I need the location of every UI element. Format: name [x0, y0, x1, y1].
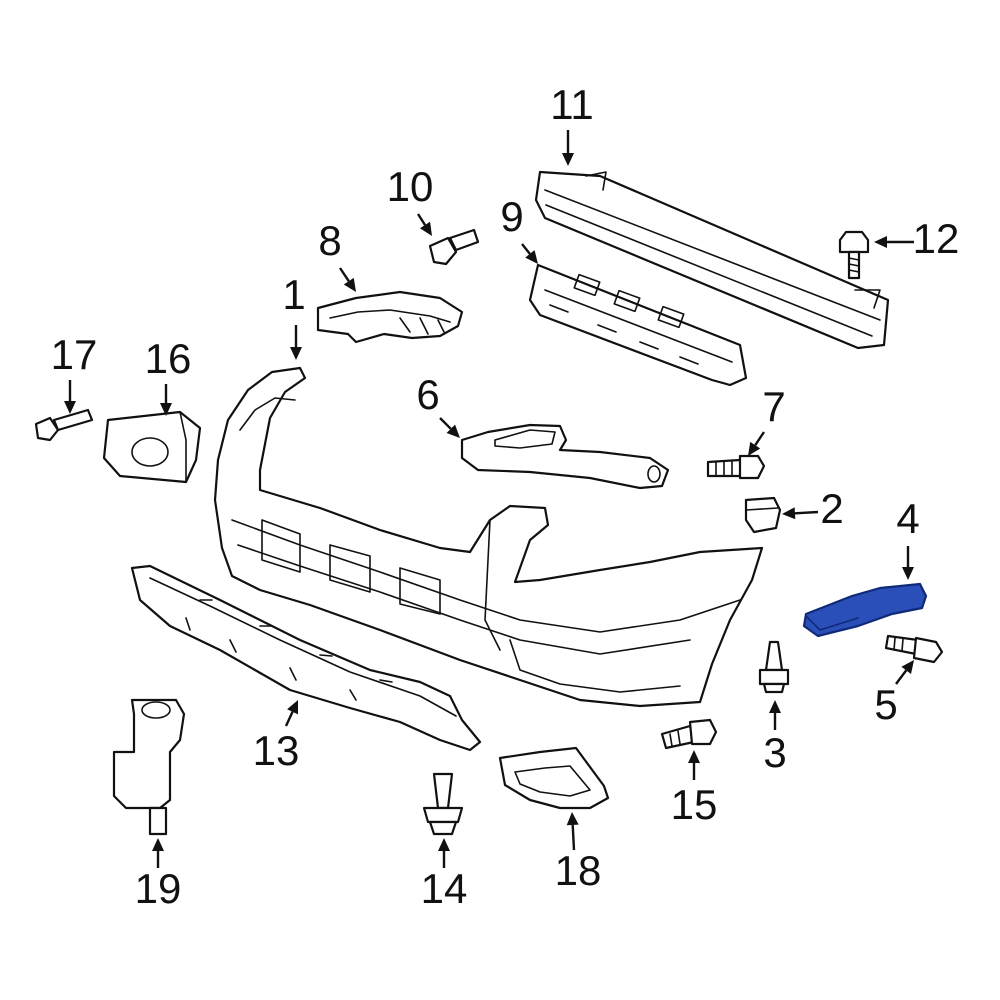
callout-4: 4 — [896, 495, 920, 580]
part-17-bolt[interactable] — [34, 408, 94, 442]
part-18-bezel[interactable] — [498, 746, 610, 810]
part-10-bolt[interactable] — [428, 228, 480, 266]
part-11-reinforcement-beam[interactable] — [534, 170, 890, 350]
callout-14-number: 14 — [421, 865, 468, 912]
callout-7-leader — [754, 431, 765, 446]
part-8-bracket[interactable] — [316, 290, 464, 344]
callout-18-number: 18 — [555, 847, 602, 894]
callout-12-number: 12 — [913, 215, 960, 262]
callout-9: 9 — [500, 193, 538, 264]
callout-14: 14 — [421, 838, 468, 912]
callout-11: 11 — [550, 81, 594, 166]
callout-5: 5 — [874, 660, 914, 728]
part-1-bumper-cover[interactable] — [213, 366, 764, 708]
part-19-sensor[interactable] — [112, 698, 186, 836]
callout-19-number: 19 — [135, 865, 182, 912]
part-5-bolt[interactable] — [884, 634, 944, 664]
part-3-push-pin[interactable] — [758, 640, 790, 694]
callout-15-number: 15 — [671, 781, 718, 828]
part-4-side-bracket[interactable] — [802, 582, 928, 638]
callout-1: 1 — [282, 271, 306, 360]
callout-13-number: 13 — [253, 727, 300, 774]
callout-10-arrowhead — [419, 221, 432, 236]
callout-17-number: 17 — [51, 331, 98, 378]
callout-15: 15 — [671, 750, 718, 828]
callout-5-number: 5 — [874, 681, 897, 728]
callout-18: 18 — [555, 812, 602, 894]
part-14-push-pin[interactable] — [422, 772, 464, 836]
callout-9-leader — [521, 243, 531, 255]
part-12-bolt[interactable] — [838, 230, 870, 280]
callout-7-arrowhead — [748, 441, 761, 456]
callout-3-arrowhead — [769, 700, 781, 713]
part-2-clip[interactable] — [744, 496, 782, 534]
callout-14-arrowhead — [438, 838, 450, 851]
callout-19: 19 — [135, 838, 182, 912]
callout-15-arrowhead — [688, 750, 700, 763]
part-16-fog-lamp[interactable] — [102, 410, 202, 484]
callout-17: 17 — [51, 331, 98, 414]
callout-1-arrowhead — [290, 347, 302, 360]
callout-6-number: 6 — [416, 371, 439, 418]
callout-2: 2 — [782, 485, 844, 532]
callout-5-leader — [895, 669, 908, 685]
callout-3-number: 3 — [763, 729, 786, 776]
callout-10-leader — [416, 213, 427, 226]
callout-10-number: 10 — [387, 163, 434, 210]
callout-4-arrowhead — [902, 567, 914, 580]
callout-4-number: 4 — [896, 495, 919, 542]
callout-13-leader — [284, 711, 294, 727]
callout-11-number: 11 — [550, 81, 594, 128]
callout-9-arrowhead — [525, 250, 538, 264]
callout-9-number: 9 — [500, 193, 523, 240]
callout-16-arrowhead — [160, 403, 172, 416]
callout-3: 3 — [763, 700, 787, 776]
callout-13: 13 — [253, 700, 300, 774]
callout-19-arrowhead — [152, 838, 164, 851]
callout-16: 16 — [145, 335, 192, 416]
part-6-bracket[interactable] — [460, 423, 670, 490]
part-9-absorber[interactable] — [528, 263, 748, 387]
callout-5-arrowhead — [901, 660, 914, 674]
callout-2-number: 2 — [820, 485, 843, 532]
callout-2-leader — [794, 510, 819, 515]
part-15-bolt[interactable] — [660, 718, 718, 750]
callout-8-number: 8 — [318, 217, 341, 264]
part-13-lower-spoiler[interactable] — [130, 564, 482, 752]
callout-13-arrowhead — [287, 700, 298, 715]
part-7-bolt[interactable] — [706, 454, 766, 480]
callout-17-arrowhead — [64, 401, 76, 414]
callout-10: 10 — [387, 163, 434, 236]
callout-8-leader — [339, 267, 350, 282]
callout-11-arrowhead — [562, 153, 574, 166]
callout-8: 8 — [318, 217, 356, 292]
callout-18-leader — [571, 824, 576, 851]
callout-2-arrowhead — [782, 507, 796, 520]
callout-6: 6 — [416, 371, 460, 438]
callout-6-leader — [439, 417, 452, 430]
callout-8-arrowhead — [343, 277, 356, 292]
callout-7-number: 7 — [762, 383, 785, 430]
callout-7: 7 — [748, 383, 786, 456]
callout-12: 12 — [874, 215, 959, 262]
callout-12-arrowhead — [874, 236, 887, 248]
callout-1-number: 1 — [282, 271, 305, 318]
callout-18-arrowhead — [566, 812, 579, 826]
callout-16-number: 16 — [145, 335, 192, 382]
callout-6-arrowhead — [446, 424, 460, 438]
